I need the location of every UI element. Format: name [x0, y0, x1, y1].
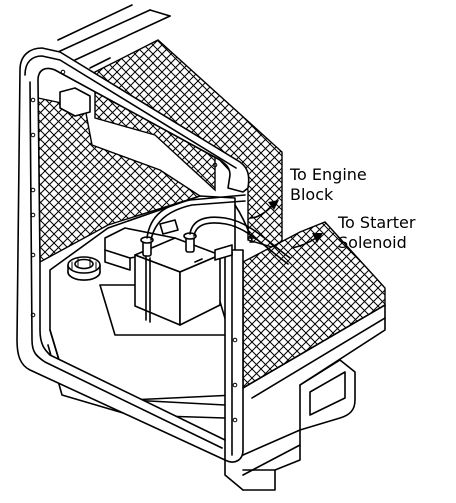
battery-cables	[146, 194, 291, 265]
label-engine-block-line1: To Engine	[289, 165, 367, 184]
label-engine-block-line2: Block	[290, 185, 334, 204]
rear-bracket	[59, 87, 91, 117]
front-cage-frame	[16, 47, 250, 463]
label-starter-solenoid-line1: To Starter	[337, 213, 416, 232]
label-engine-block: To Engine Block	[289, 165, 367, 204]
front-post	[214, 244, 233, 261]
label-starter-solenoid-line2: Solenoid	[338, 233, 407, 252]
base-rails-right	[224, 304, 386, 491]
cage-frame-rear	[57, 4, 171, 69]
rear-mesh-panel	[94, 39, 283, 251]
fuel-cap-icon	[67, 256, 101, 281]
battery-icon	[134, 232, 221, 326]
left-mesh-panel	[37, 97, 202, 264]
callout-arrow-engine-block	[249, 200, 279, 219]
callout-arrow-starter-solenoid	[291, 233, 323, 249]
label-starter-solenoid: To Starter Solenoid	[337, 213, 416, 252]
